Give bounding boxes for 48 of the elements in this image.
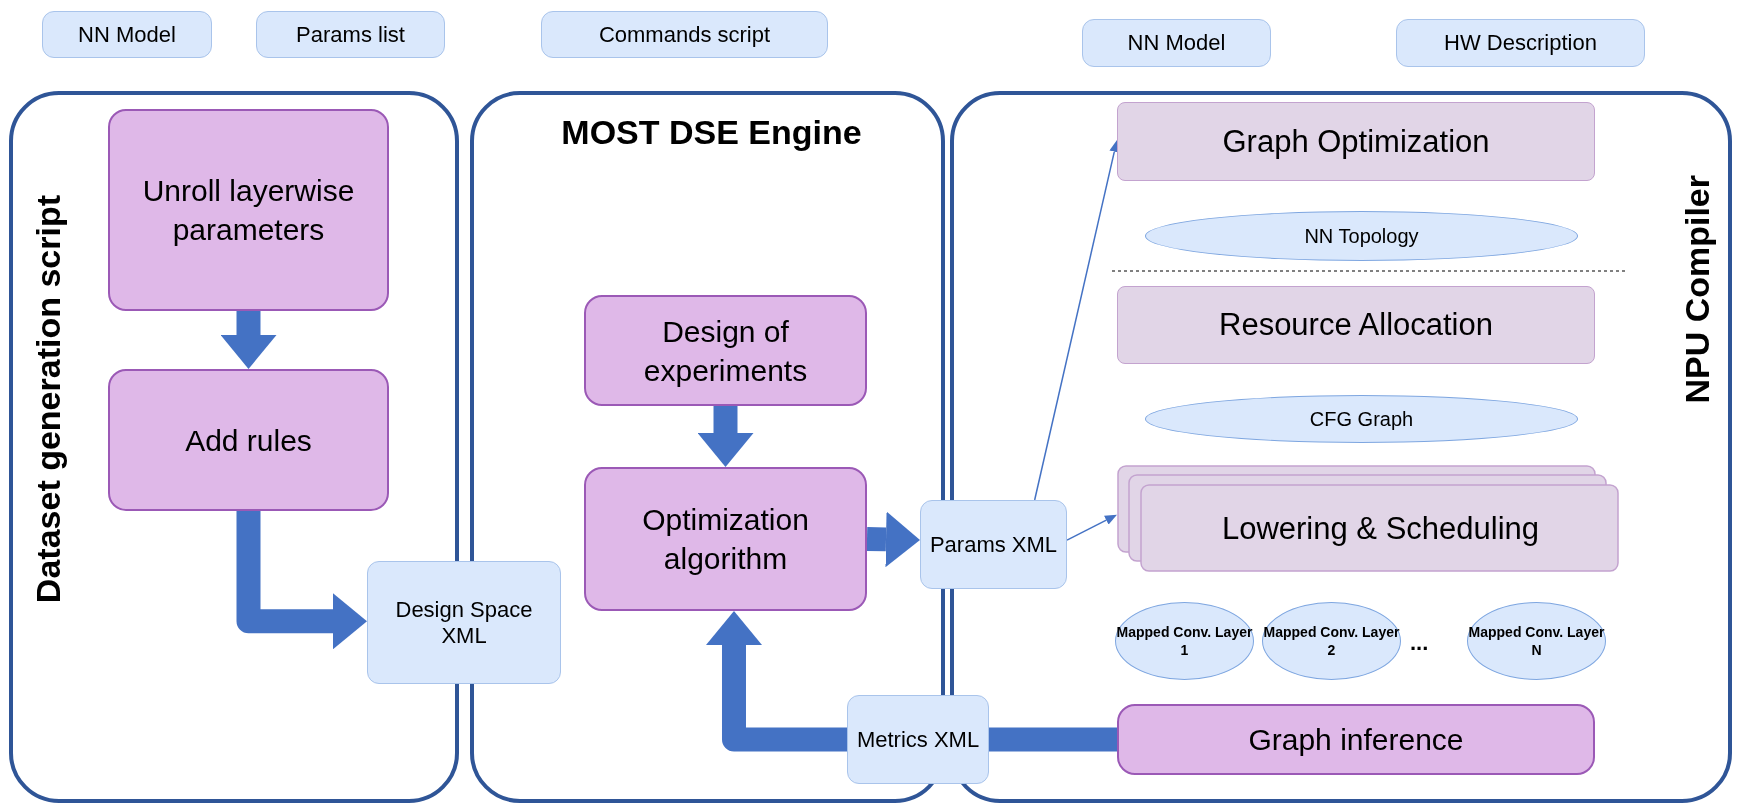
process-box bbox=[108, 109, 389, 311]
group-title: MOST DSE Engine bbox=[560, 112, 863, 153]
box-label: Params XML bbox=[928, 531, 1059, 558]
group-title: Dataset generation script bbox=[28, 195, 68, 604]
document-box bbox=[1396, 19, 1645, 67]
box-label: HW Description bbox=[1443, 30, 1598, 56]
block-arrow bbox=[697, 406, 754, 467]
box-label: Params list bbox=[295, 21, 406, 48]
document-box bbox=[256, 11, 445, 58]
document-box bbox=[367, 561, 561, 684]
block-arrow bbox=[866, 511, 920, 568]
document-box bbox=[42, 11, 212, 58]
box-label: Add rules bbox=[185, 422, 312, 459]
data-label: Mapped Conv. Layer 2 bbox=[1263, 622, 1400, 660]
process-box bbox=[584, 295, 867, 406]
stage-box bbox=[1117, 286, 1595, 364]
box-label: Graph Optimization bbox=[1222, 123, 1490, 160]
group-title: NPU Compiler bbox=[1677, 175, 1717, 404]
box-label: Metrics XML bbox=[855, 726, 981, 753]
box-label: Unroll layerwise parameters bbox=[141, 173, 356, 248]
process-box bbox=[584, 467, 867, 611]
connector-bar bbox=[989, 727, 1117, 752]
data-label: Mapped Conv. Layer 1 bbox=[1116, 622, 1253, 660]
stacked-process-box bbox=[1117, 465, 1620, 573]
document-box bbox=[847, 695, 989, 784]
arrow bbox=[1066, 514, 1117, 541]
box-label: NN Model bbox=[77, 21, 177, 48]
block-arrow bbox=[220, 311, 277, 369]
process-box bbox=[108, 369, 389, 511]
process-box bbox=[1117, 704, 1595, 775]
data-label: Mapped Conv. Layer N bbox=[1468, 622, 1605, 660]
box-label: Resource Allocation bbox=[1219, 307, 1493, 343]
block-arrow bbox=[706, 611, 847, 752]
box-label: Optimization algorithm bbox=[641, 502, 810, 577]
block-arrow bbox=[236, 511, 367, 650]
stage-box bbox=[1117, 102, 1595, 181]
box-label: Design Space XML bbox=[394, 596, 534, 649]
box-label: Design of experiments bbox=[642, 313, 809, 389]
data-label: NN Topology bbox=[1304, 224, 1419, 248]
data-label: CFG Graph bbox=[1309, 407, 1414, 431]
box-label: Graph inference bbox=[1248, 722, 1464, 758]
box-label: Lowering & Scheduling bbox=[1221, 511, 1540, 547]
document-box bbox=[1082, 19, 1271, 67]
box-label: Commands script bbox=[597, 21, 772, 48]
document-box bbox=[541, 11, 828, 58]
document-box bbox=[920, 500, 1067, 589]
ellipsis-text: ... bbox=[1410, 630, 1429, 656]
box-label: NN Model bbox=[1126, 30, 1227, 56]
